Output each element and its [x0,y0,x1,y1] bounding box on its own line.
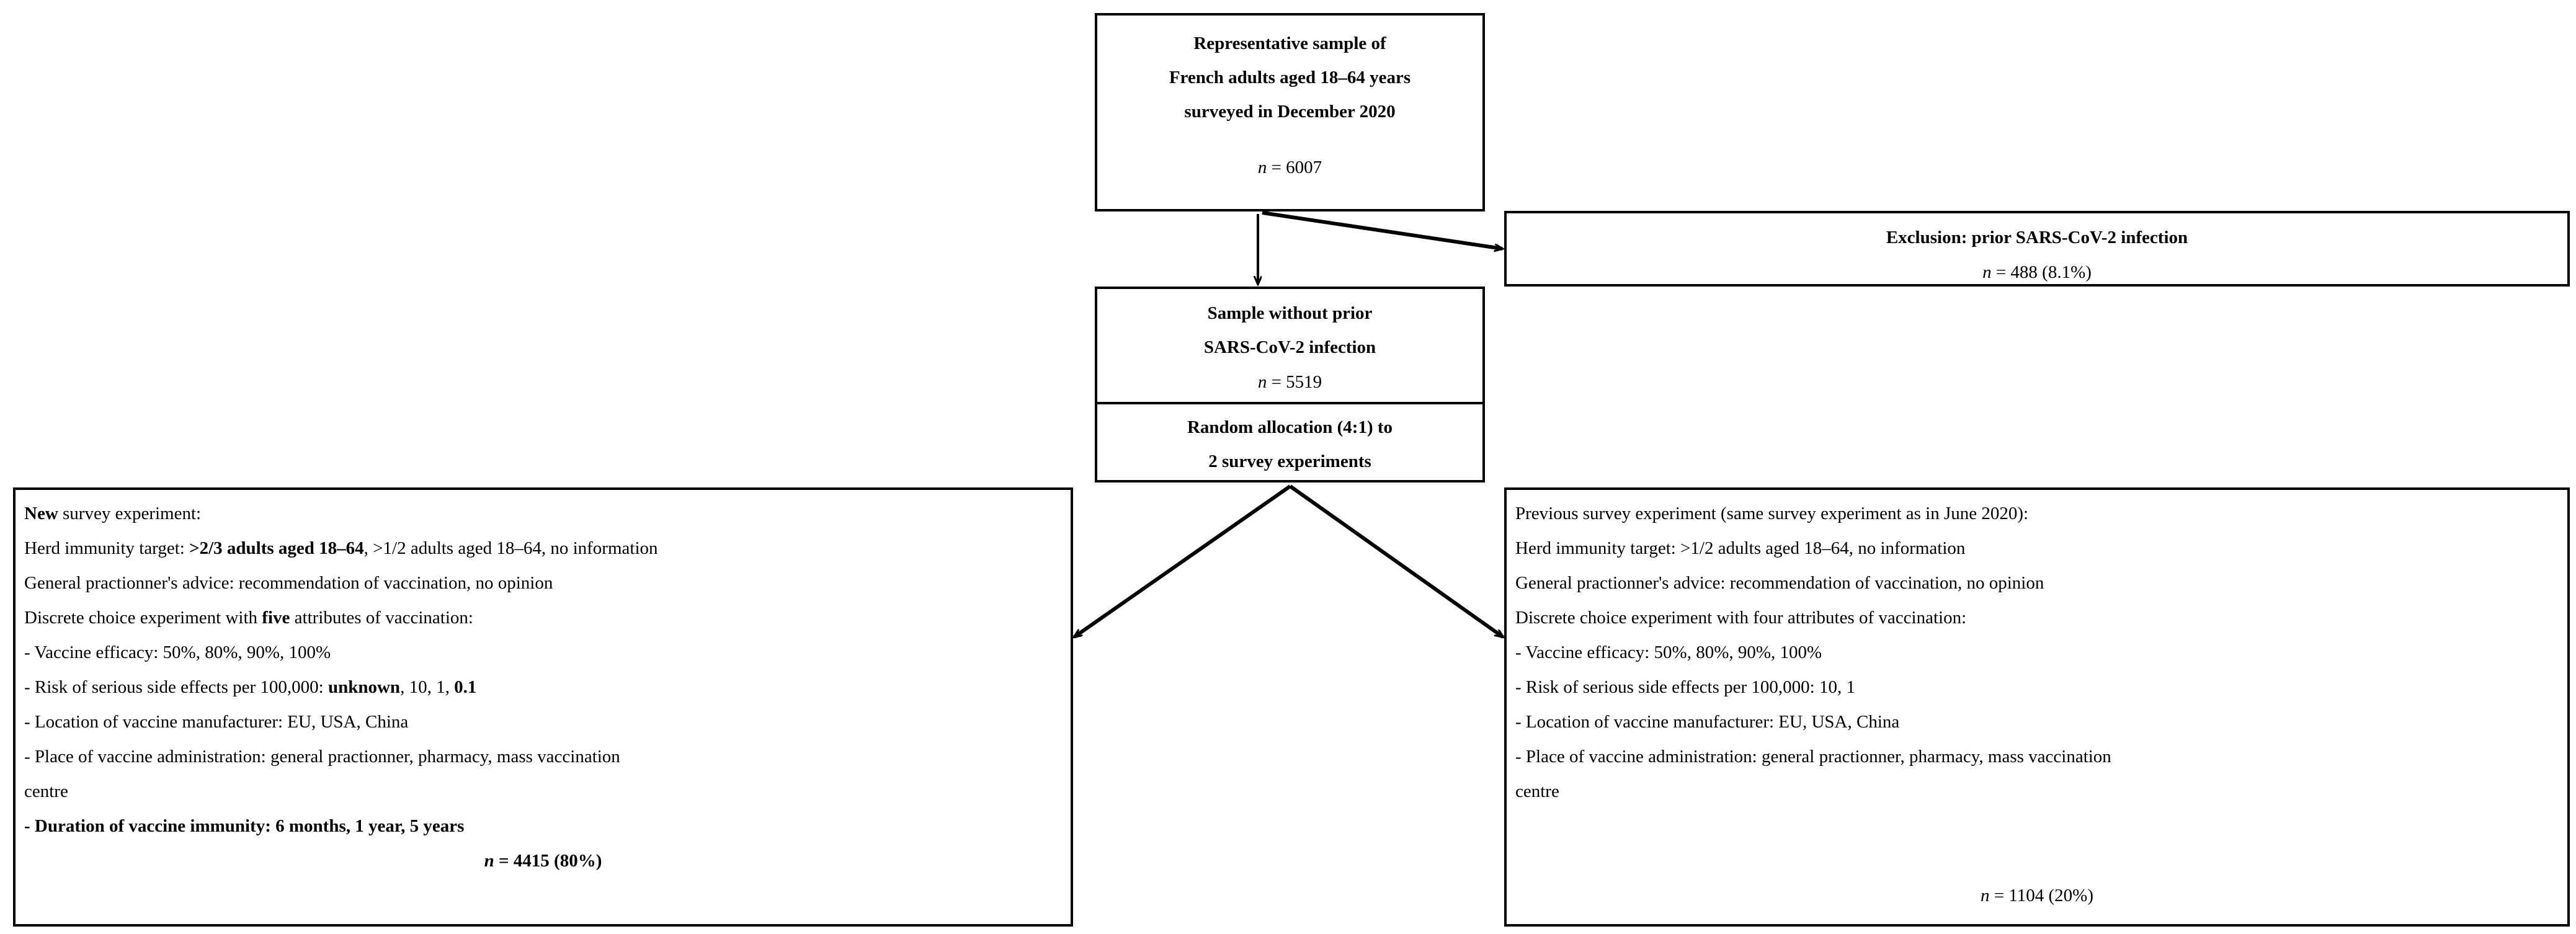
left-box-dce-intro: Discrete choice experiment with five att… [24,600,1071,635]
n-value: = 488 (8.1%) [1991,262,2092,282]
left-box-sample-size: n = 4415 (80%) [16,843,1071,878]
sample-box-line-2: SARS-CoV-2 infection [1203,337,1376,357]
right-box-attribute: - Vaccine efficacy: 50%, 80%, 90%, 100% [1515,643,1822,662]
right-box-gp-advice: General practionner's advice: recommenda… [1515,573,2044,593]
n-symbol: n [1980,886,1990,905]
right-box-herd-immunity: Herd immunity target: >1/2 adults aged 1… [1515,538,1966,558]
n-symbol: n [1982,262,1992,282]
n-value: = 6007 [1267,158,1322,177]
attr-post: , 10, 1, [400,677,455,697]
dce-post: attributes of vaccination: [290,608,473,628]
dce-pre: Discrete choice experiment with [24,608,262,628]
node-exclusion: Exclusion: prior SARS-CoV-2 infection n … [1504,211,2570,287]
sample-box-line-1: Sample without prior [1207,303,1373,323]
left-box-attribute: - Vaccine efficacy: 50%, 80%, 90%, 100% [24,635,1071,670]
sample-box-sample-size: n = 5519 [1097,365,1482,399]
attr-pre: - Place of vaccine administration: gener… [24,747,620,767]
right-box-attribute: - Location of vaccine manufacturer: EU, … [1515,712,1900,732]
right-box-sample-size: n = 1104 (20%) [1507,878,2567,913]
node-sample-without-prior-infection: Sample without prior SARS-CoV-2 infectio… [1095,287,1485,404]
attr-pre: - Risk of serious side effects per 100,0… [24,677,328,697]
attr-bold: unknown [328,677,401,697]
left-box-attribute: - Risk of serious side effects per 100,0… [24,670,1071,705]
duration-bold: - Duration of vaccine immunity: 6 months… [24,816,465,836]
node-previous-survey-experiment: Previous survey experiment (same survey … [1504,487,2570,927]
right-box-title: Previous survey experiment (same survey … [1515,504,2029,523]
left-box-gp-advice: General practionner's advice: recommenda… [24,573,553,593]
top-box-line-1: Representative sample of [1193,33,1386,53]
left-box-title: New survey experiment: [24,496,1071,531]
n-value: = 1104 (20%) [1989,886,2093,905]
attr-pre: centre [24,781,68,801]
allocation-line-2: 2 survey experiments [1208,451,1371,471]
dce-bold: five [262,608,290,628]
n-value: = 4415 (80%) [494,851,602,871]
node-new-survey-experiment: New survey experiment: Herd immunity tar… [13,487,1073,927]
n-symbol: n [1257,158,1267,177]
right-box-attribute: - Place of vaccine administration: gener… [1515,747,2111,767]
top-box-line-2: French adults aged 18–64 years [1169,68,1411,87]
arrow-allocation-to-left [1074,484,1291,637]
exclusion-sample-size: n = 488 (8.1%) [1507,255,2567,290]
attr-pre: - Vaccine efficacy: 50%, 80%, 90%, 100% [24,643,331,662]
top-box-sample-size: n = 6007 [1108,150,1471,185]
herd-bold: >2/3 adults aged 18–64 [189,538,364,558]
arrow-top-to-exclusion [1262,211,1502,249]
left-box-duration-attribute: - Duration of vaccine immunity: 6 months… [24,809,1071,843]
n-symbol: n [484,851,494,871]
exclusion-title: Exclusion: prior SARS-CoV-2 infection [1886,228,2188,247]
left-box-attribute: - Location of vaccine manufacturer: EU, … [24,705,1071,739]
right-box-attribute: - Risk of serious side effects per 100,0… [1515,677,1855,697]
right-box-attribute-continuation: centre [1515,781,1559,801]
top-box-line-3: surveyed in December 2020 [1184,102,1396,122]
left-box-attribute: - Place of vaccine administration: gener… [24,739,1071,774]
left-box-title-bold: New [24,504,58,523]
node-random-allocation: Random allocation (4:1) to 2 survey expe… [1095,402,1485,483]
left-n-wrapper: n = 4415 (80%) [484,851,602,871]
node-representative-sample: Representative sample of French adults a… [1095,13,1485,211]
left-box-herd-immunity: Herd immunity target: >2/3 adults aged 1… [24,531,1071,566]
n-symbol: n [1257,372,1267,392]
right-box-dce-intro: Discrete choice experiment with four att… [1515,608,1967,628]
left-box-title-rest: survey experiment: [58,504,202,523]
attr-bold-2: 0.1 [454,677,477,697]
arrow-allocation-to-right [1289,484,1503,637]
n-value: = 5519 [1267,372,1322,392]
herd-label: Herd immunity target: [24,538,190,558]
attr-pre: - Location of vaccine manufacturer: EU, … [24,712,409,732]
herd-rest: , >1/2 adults aged 18–64, no information [363,538,658,558]
allocation-line-1: Random allocation (4:1) to [1187,417,1393,437]
left-box-attribute-continuation: centre [24,774,1071,809]
